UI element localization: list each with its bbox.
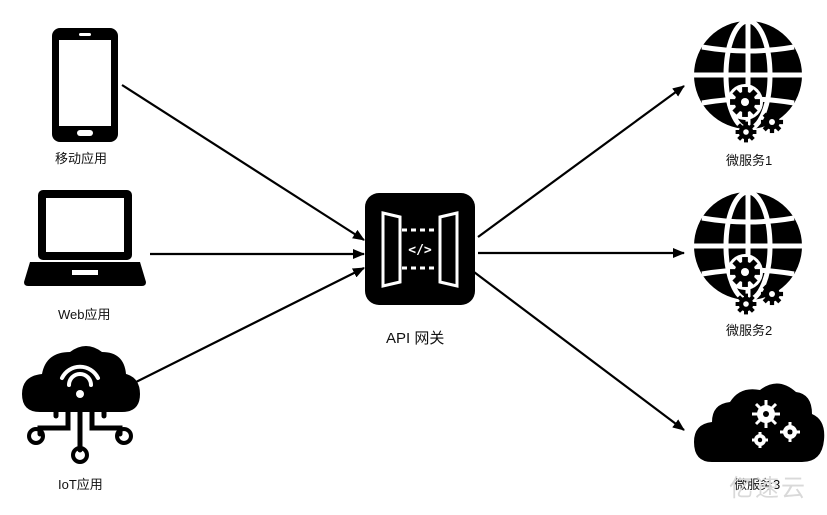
service3-label: 微服务3 — [734, 477, 781, 492]
service1-label: 微服务1 — [726, 153, 773, 168]
mobile-app-label: 移动应用 — [55, 151, 108, 166]
service3-cloud-icon — [694, 383, 825, 462]
iot-cloud-icon — [22, 346, 140, 464]
service2-globe-icon — [694, 192, 802, 315]
service2-label: 微服务2 — [726, 323, 773, 338]
svg-text:</>: </> — [408, 243, 432, 258]
watermark-logo: 亿速云 — [729, 475, 807, 502]
api-gateway-label: API 网关 — [386, 330, 445, 347]
service1-globe-icon — [694, 21, 802, 143]
mobile-phone-icon — [52, 28, 118, 142]
arrow-gateway-to-service1 — [477, 85, 685, 238]
laptop-icon — [24, 190, 146, 286]
iot-app-label: IoT应用 — [58, 477, 103, 492]
web-app-label: Web应用 — [58, 307, 111, 322]
arrow-gateway-to-service3 — [473, 271, 685, 431]
arrow-iot-to-gateway — [129, 267, 365, 386]
arrow-mobile-to-gateway — [121, 84, 365, 241]
api-gateway-icon: </> — [365, 193, 475, 305]
